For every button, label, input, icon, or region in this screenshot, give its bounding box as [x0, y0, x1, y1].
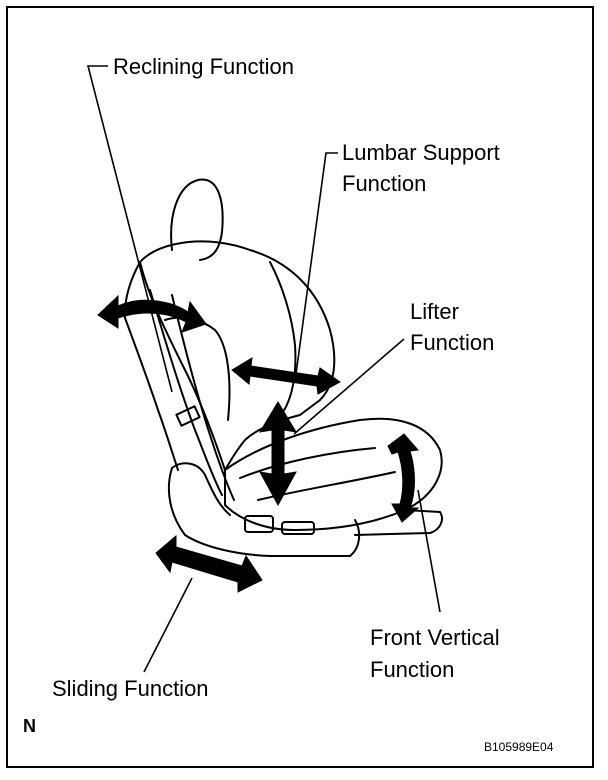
- lifter-label-line2: Function: [410, 330, 495, 355]
- reclining-arrow-icon: [97, 294, 207, 333]
- front-vertical-label-line1: Front Vertical: [370, 625, 500, 650]
- seat-cushion: [224, 417, 443, 531]
- lumbar-support-label-line2: Function: [342, 171, 427, 196]
- headrest: [170, 178, 224, 261]
- lifter-arrow-icon: [259, 401, 297, 507]
- sliding-arrow-icon: [155, 534, 263, 593]
- lumbar-arrow-icon: [231, 357, 341, 395]
- sliding-leader: [143, 577, 193, 673]
- seat-switch: [281, 521, 315, 535]
- lumbar-support-label-line1: Lumbar Support: [342, 140, 500, 165]
- corner-mark: N: [23, 716, 36, 736]
- seat-switch: [244, 515, 274, 533]
- front-vertical-arrow-icon: [387, 433, 420, 523]
- seat-base: [167, 467, 361, 557]
- front-vertical-leader: [417, 489, 441, 613]
- lifter-leader: [293, 338, 405, 435]
- front-vertical-label-line2: Function: [370, 657, 455, 682]
- reclining-function-label: Reclining Function: [113, 54, 294, 79]
- figure-code: B105989E04: [484, 740, 554, 754]
- lumbar-leader: [295, 152, 338, 375]
- reclining-leader: [86, 65, 173, 393]
- lifter-label-line1: Lifter: [410, 299, 459, 324]
- sliding-function-label: Sliding Function: [52, 676, 209, 701]
- figure-frame: [6, 6, 594, 768]
